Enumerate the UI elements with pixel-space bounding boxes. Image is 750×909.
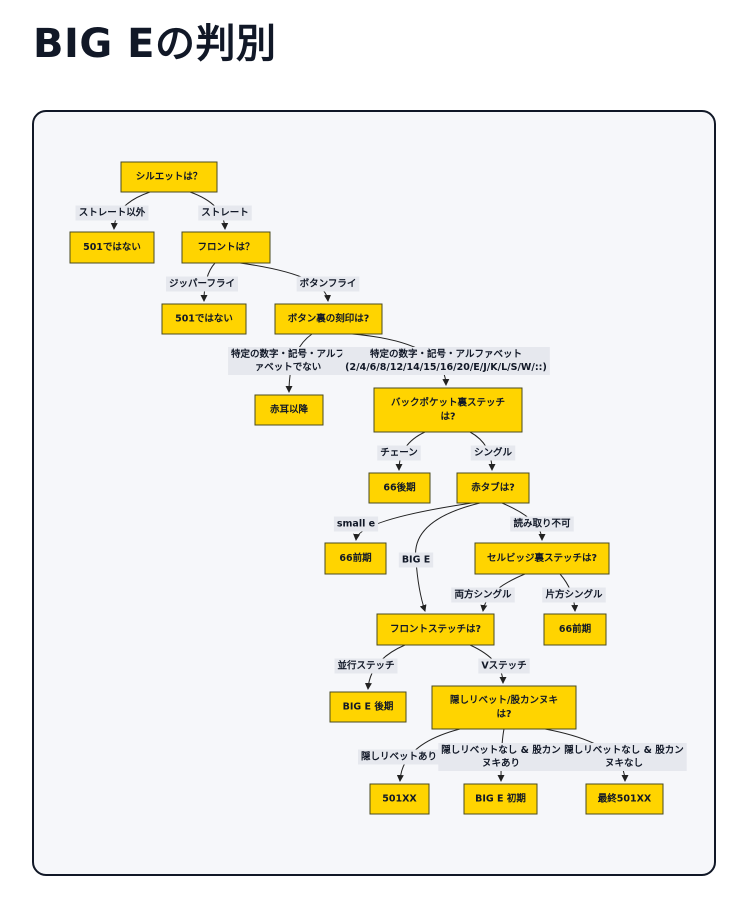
- node-selvedge: セルビッジ裏ステッチは?: [474, 542, 610, 575]
- node-label: 赤タブは?: [471, 482, 515, 494]
- edge-label-text: 両方シングル: [454, 589, 512, 601]
- node-button-back: ボタン裏の刻印は?: [274, 303, 383, 335]
- node-early66a: 66前期: [324, 542, 387, 575]
- edge-small-e: [353, 502, 473, 541]
- node-final-xx: 最終501XX: [585, 783, 664, 815]
- node-label: 66前期: [559, 623, 591, 635]
- node-label: フロントステッチは?: [390, 624, 481, 635]
- node-front: フロントは？: [181, 231, 271, 264]
- edge-label-both-single: 両方シングル: [451, 587, 515, 603]
- edge-label-text: Vステッチ: [481, 661, 526, 672]
- edge-label-one-single: 片方シングル: [542, 587, 606, 603]
- node-label: 501ではない: [83, 242, 141, 253]
- page-title: BIG Eの判別: [33, 21, 277, 67]
- edge-label-small-e: small e: [333, 516, 379, 532]
- node-label: フロントは？: [197, 242, 254, 253]
- node-red-ear-after: 赤耳以降: [254, 394, 324, 426]
- edge-label-big-e: BIG E: [398, 552, 434, 568]
- edge-label-unreadable: 読み取り不可: [510, 516, 574, 532]
- node-label: は?: [440, 412, 455, 423]
- edge-label-text: チェーン: [380, 448, 418, 459]
- node-front-stitch: フロントステッチは?: [376, 613, 495, 646]
- node-xx501: 501XX: [369, 783, 430, 815]
- edge-label-text: small e: [337, 519, 375, 530]
- edge-label-text: ヌキあり: [482, 757, 520, 769]
- edge-label-straight: ストレート: [198, 205, 252, 221]
- edge-label-text: ストレート: [201, 208, 249, 219]
- node-label: 隠しリベット/股カンヌキ: [450, 694, 558, 706]
- node-silhouette: シルエットは？: [120, 161, 218, 193]
- node-label: バックポケット裏ステッチ: [391, 397, 505, 409]
- node-label: シルエットは？: [136, 172, 203, 183]
- edge-label-text: ボタンフライ: [300, 278, 357, 290]
- edge-label-non-straight: ストレート以外: [75, 205, 149, 221]
- edge-label-text: ストレート以外: [79, 207, 146, 219]
- edge-label-text: 隠しリベットなし & 股カン: [564, 744, 683, 756]
- edge-label-text: BIG E: [402, 555, 430, 566]
- node-label: ボタン裏の刻印は?: [288, 313, 370, 325]
- node-label: は?: [496, 709, 511, 720]
- node-label: セルビッジ裏ステッチは?: [487, 552, 597, 564]
- edge-label-zipper-fly: ジッパーフライ: [166, 276, 238, 292]
- edge-label-text: 片方シングル: [545, 589, 603, 601]
- node-late66: 66後期: [368, 472, 431, 504]
- edge-label-chain: チェーン: [377, 445, 421, 461]
- edge-label-text: 隠しリベットなし & 股カン: [441, 744, 560, 756]
- node-label: 501XX: [382, 794, 417, 805]
- node-early66b: 66前期: [543, 613, 607, 646]
- node-label: 66後期: [383, 482, 415, 494]
- edge-label-text: 並行ステッチ: [337, 660, 394, 672]
- node-not501a: 501ではない: [69, 231, 155, 264]
- edge-label-text: ジッパーフライ: [169, 278, 235, 290]
- edge-label-text: 特定の数字・記号・アルファベット: [370, 348, 522, 360]
- edge-label-parallel: 並行ステッチ: [334, 658, 398, 674]
- node-not501b: 501ではない: [161, 303, 247, 335]
- node-label: 最終501XX: [598, 793, 652, 805]
- node-label: BIG E 初期: [475, 793, 526, 805]
- edge-label-with-hidden: 隠しリベットあり: [357, 749, 441, 765]
- edge-label-text: シングル: [474, 447, 513, 459]
- node-bige-early: BIG E 初期: [463, 783, 538, 815]
- node-label: 66前期: [339, 552, 371, 564]
- edge-label-text: (2/4/6/8/12/14/15/16/20/E/J/K/L/S/W/::): [345, 362, 547, 373]
- edge-label-single: シングル: [470, 445, 516, 461]
- edge-label-text: ヌキなし: [605, 758, 643, 769]
- node-label: 赤耳以降: [270, 404, 309, 416]
- edge-label-text: 特定の数字・記号・アルフ: [231, 348, 345, 360]
- edge-label-specific-has: 特定の数字・記号・アルファベット (2/4/6/8/12/14/15/16/20/…: [342, 347, 550, 375]
- edge-label-v-stitch: Vステッチ: [478, 658, 530, 674]
- edge-label-text: ァベットでない: [255, 362, 322, 373]
- node-label: BIG E 後期: [343, 701, 394, 713]
- edge-label-button-fly: ボタンフライ: [296, 276, 360, 292]
- node-bige-late: BIG E 後期: [329, 691, 407, 723]
- node-label: 501ではない: [175, 314, 233, 325]
- edge-label-text: 読み取り不可: [513, 518, 571, 530]
- edge-label-text: 隠しリベットあり: [361, 751, 437, 763]
- node-red-tab: 赤タブは?: [456, 472, 530, 504]
